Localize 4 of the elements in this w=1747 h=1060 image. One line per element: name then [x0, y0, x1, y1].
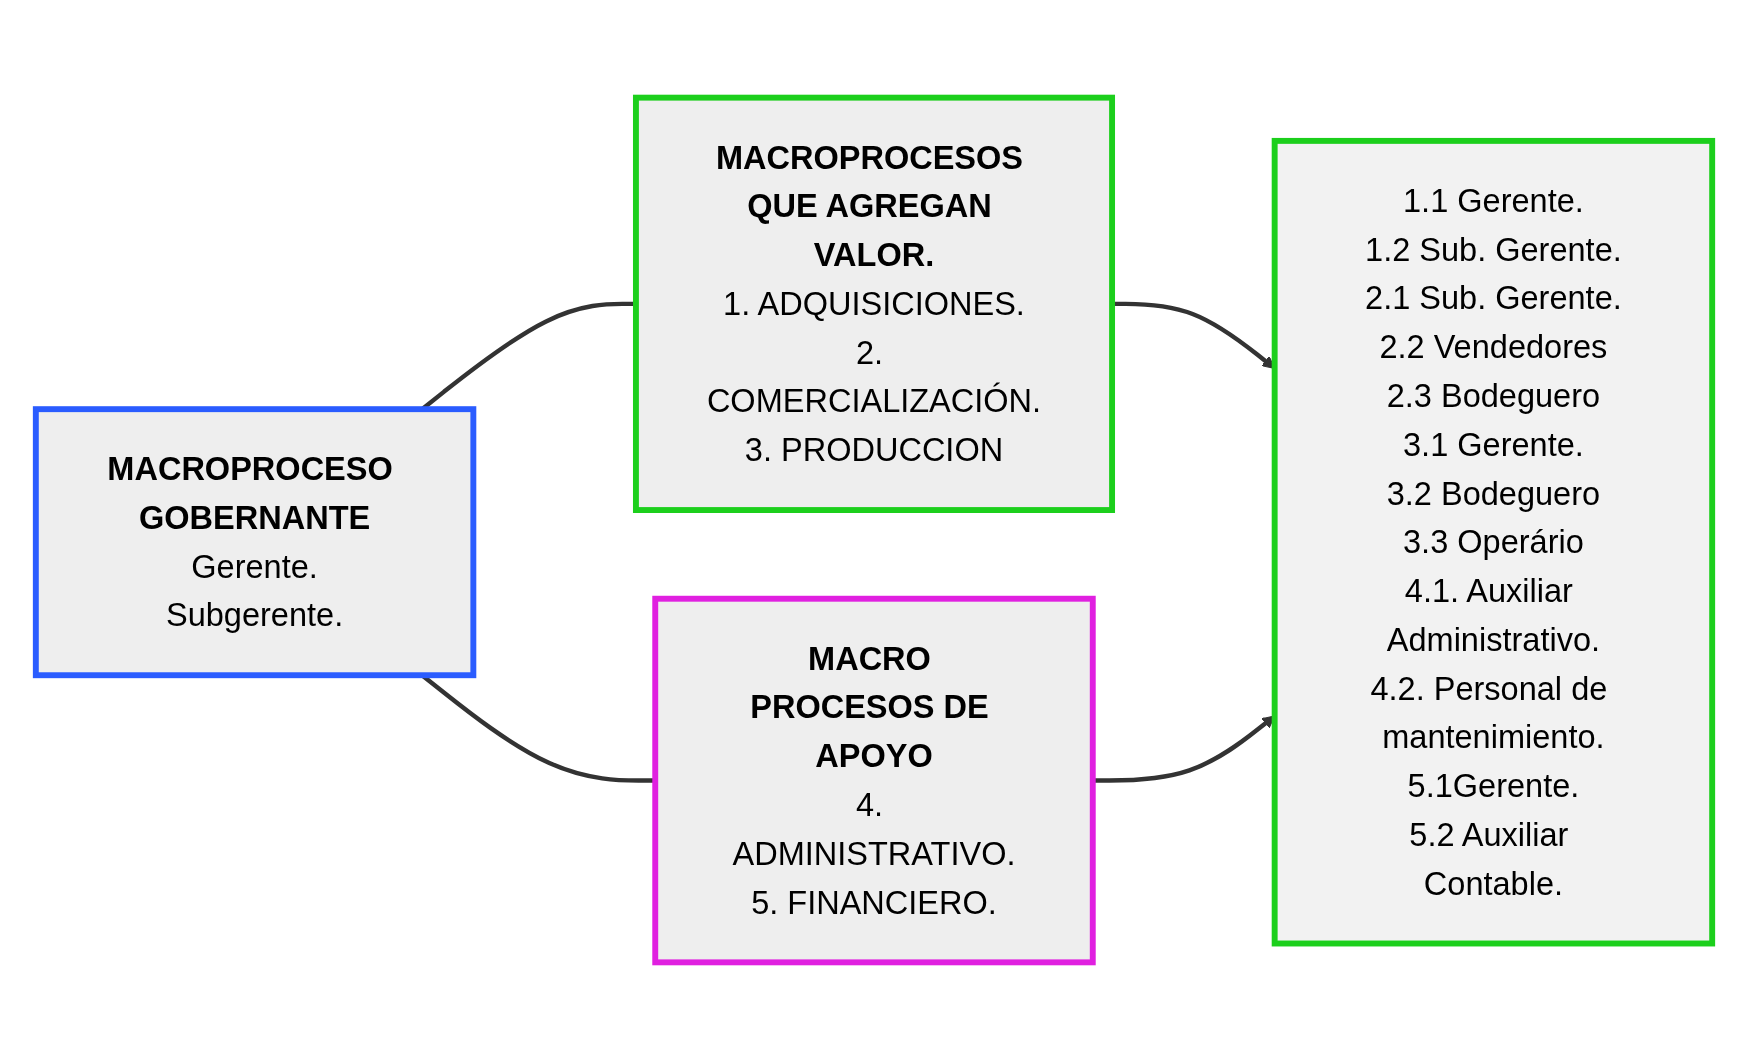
node-box: MACROPROCESO GOBERNANTE Gerente. Subgerente.	[32, 406, 476, 679]
node-box: MACROPROCESOS QUE AGREGAN VALOR. 1. ADQUISICIONES. 2. COMERCIALIZACIÓN. 3. PRODUCCION	[632, 94, 1115, 513]
node-box: 1.1 Gerente. 1.2 Sub. Gerente. 2.1 Sub. Gerente. 2.2 Vendedores 2.3 Bodeguero 3.1 Gerente. 3.2 Bodeguero 3.3 Operário 4.1. Auxiliar Administrativo. 4.2. Personal de mantenimiento. 5.1Gerente. 5.2 Auxiliar Contable.	[1271, 137, 1715, 947]
node-box: MACRO PROCESOS DE APOYO 4. ADMINISTRATIVO. 5. FINANCIERO.	[651, 595, 1096, 966]
